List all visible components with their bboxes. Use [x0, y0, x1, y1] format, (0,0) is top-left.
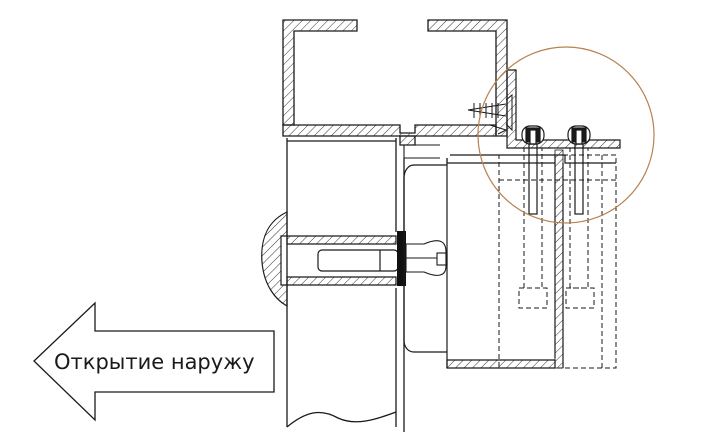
hinge-barrel — [403, 164, 447, 353]
fixing-screw — [467, 93, 513, 135]
arrow-label: Открытие наружу — [54, 350, 255, 374]
frame-right-lip — [427, 19, 508, 137]
frame-step — [399, 135, 416, 146]
hinge-bolts — [521, 125, 591, 215]
frame-bottom-web — [282, 124, 497, 137]
frame-inner-detail — [403, 144, 440, 159]
detail-callout-circle — [477, 46, 655, 224]
door-handle — [261, 211, 288, 308]
frame-profile — [282, 19, 508, 146]
corner-bracket — [506, 69, 621, 149]
seal-gasket — [397, 231, 406, 286]
hidden-lines — [498, 147, 617, 369]
leaf-channel — [286, 235, 399, 286]
hinge-housing — [446, 149, 616, 369]
frame-left-lip — [282, 19, 358, 126]
hinge-connector — [405, 240, 448, 276]
opening-direction-arrow: Открытие наружу — [33, 301, 275, 422]
